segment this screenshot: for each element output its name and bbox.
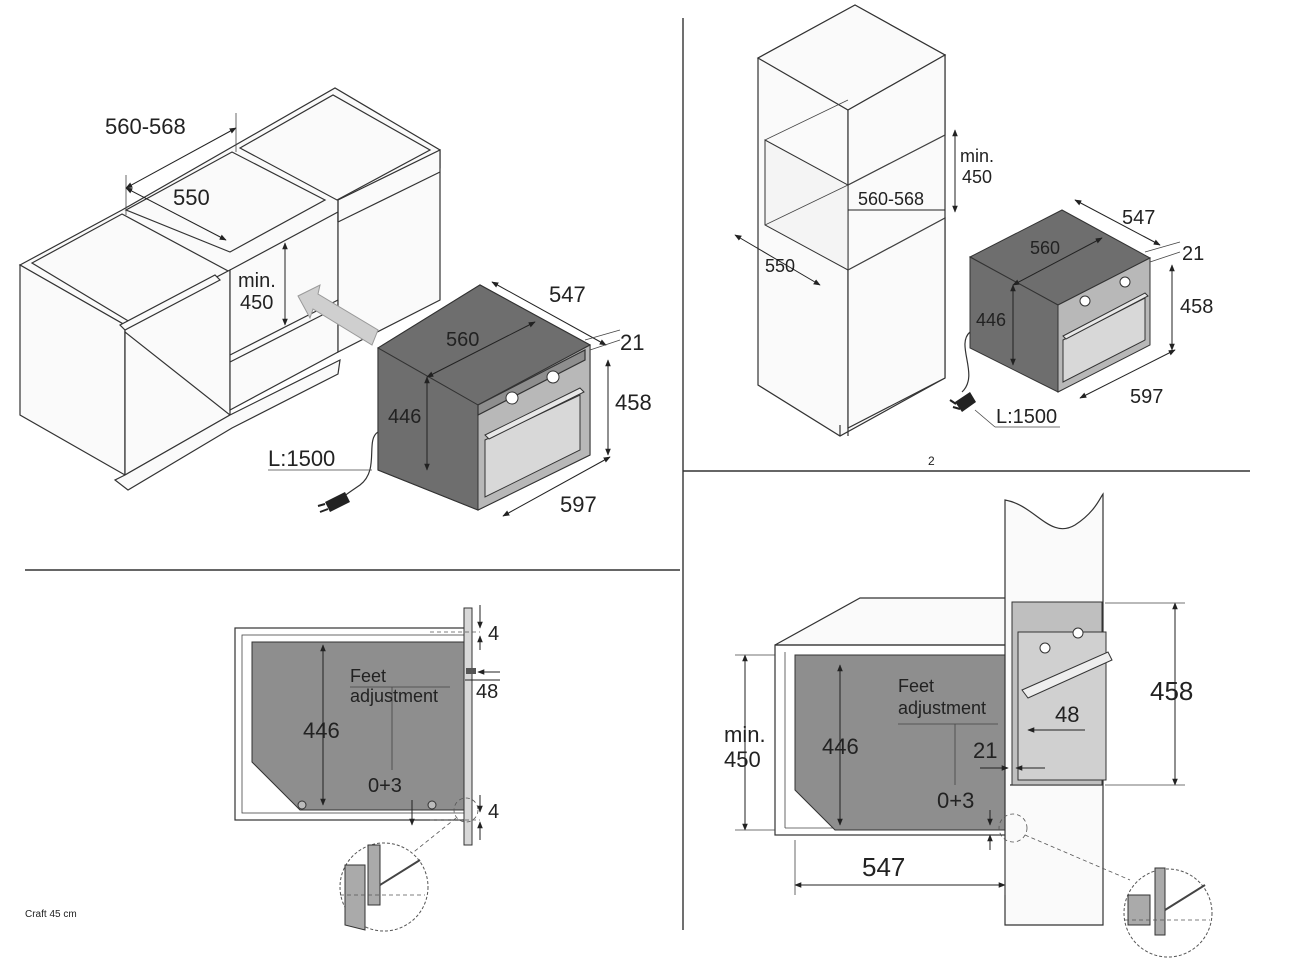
- tl-min-value: 450: [240, 292, 273, 314]
- br-oven-height: 458: [1150, 676, 1193, 706]
- tr-oven-height: 458: [1180, 296, 1213, 318]
- tl-cabinet-width: 560-568: [105, 114, 186, 139]
- tr-min-label: min.: [960, 146, 994, 166]
- tr-oven-width: 597: [1130, 386, 1163, 408]
- oven-side-section: [251, 641, 471, 811]
- br-front-thickness: 21: [973, 738, 997, 763]
- br-min-value: 450: [724, 747, 761, 772]
- bl-feet-line1: Feet: [350, 666, 386, 686]
- top-right-panel: min. 450 560-568 550 547 560 21 446 458 …: [734, 4, 1213, 468]
- tr-cabinet-width: 560-568: [858, 189, 924, 209]
- br-feet-range: 0+3: [937, 788, 974, 813]
- panel-separators: [25, 18, 1250, 930]
- bl-feet-line2: adjustment: [350, 686, 438, 706]
- tl-oven-depth: 547: [549, 282, 586, 307]
- tr-min-value: 450: [962, 167, 992, 187]
- tl-oven-width: 597: [560, 492, 597, 517]
- power-plug-icon: [317, 492, 350, 513]
- bottom-left-panel: 4 Feet adjustment 48 446 0+3 4 Craft 45 …: [25, 605, 500, 932]
- detail-zoom-circle: [1123, 867, 1213, 958]
- insertion-arrow: [297, 284, 379, 346]
- tl-min-label: min.: [238, 270, 276, 292]
- bl-feet-range: 0+3: [368, 775, 402, 797]
- tr-oven-width-inner: 560: [1030, 238, 1060, 258]
- power-plug-icon: [949, 392, 976, 412]
- br-feet-line1: Feet: [898, 676, 934, 696]
- tr-cabinet-depth: 550: [765, 256, 795, 276]
- tl-oven-width-inner: 560: [446, 329, 479, 351]
- tl-oven-height-inner: 446: [388, 406, 421, 428]
- page-number: 2: [928, 454, 935, 468]
- br-min-label: min.: [724, 722, 766, 747]
- bl-top-gap: 4: [488, 623, 499, 645]
- detail-zoom-circle: [339, 842, 429, 932]
- top-left-panel: 560-568 550 min. 450 547 560 21 446 458: [18, 87, 652, 517]
- tr-front-thickness: 21: [1182, 243, 1204, 265]
- kitchen-cabinets: [18, 87, 441, 491]
- tl-cabinet-depth: 550: [173, 185, 210, 210]
- tl-front-thickness: 21: [620, 330, 644, 355]
- tr-cable-length: L:1500: [996, 406, 1057, 428]
- tall-cabinet: [756, 4, 947, 437]
- bottom-right-panel: Feet adjustment 48 min. 450 446 458 21 0…: [724, 492, 1213, 958]
- footer-model: Craft 45 cm: [25, 909, 77, 920]
- bl-bottom-gap: 4: [488, 801, 499, 823]
- br-feet-line2: adjustment: [898, 698, 986, 718]
- tl-oven-height: 458: [615, 390, 652, 415]
- tl-cable-length: L:1500: [268, 446, 335, 471]
- tr-oven-height-inner: 446: [976, 310, 1006, 330]
- bl-oven-height-inner: 446: [303, 718, 340, 743]
- br-handle-depth: 48: [1055, 702, 1079, 727]
- oven-side-section: [794, 654, 1011, 831]
- tr-oven-depth: 547: [1122, 207, 1155, 229]
- br-oven-height-inner: 446: [822, 734, 859, 759]
- br-oven-depth: 547: [862, 852, 905, 882]
- bl-handle-depth: 48: [476, 681, 498, 703]
